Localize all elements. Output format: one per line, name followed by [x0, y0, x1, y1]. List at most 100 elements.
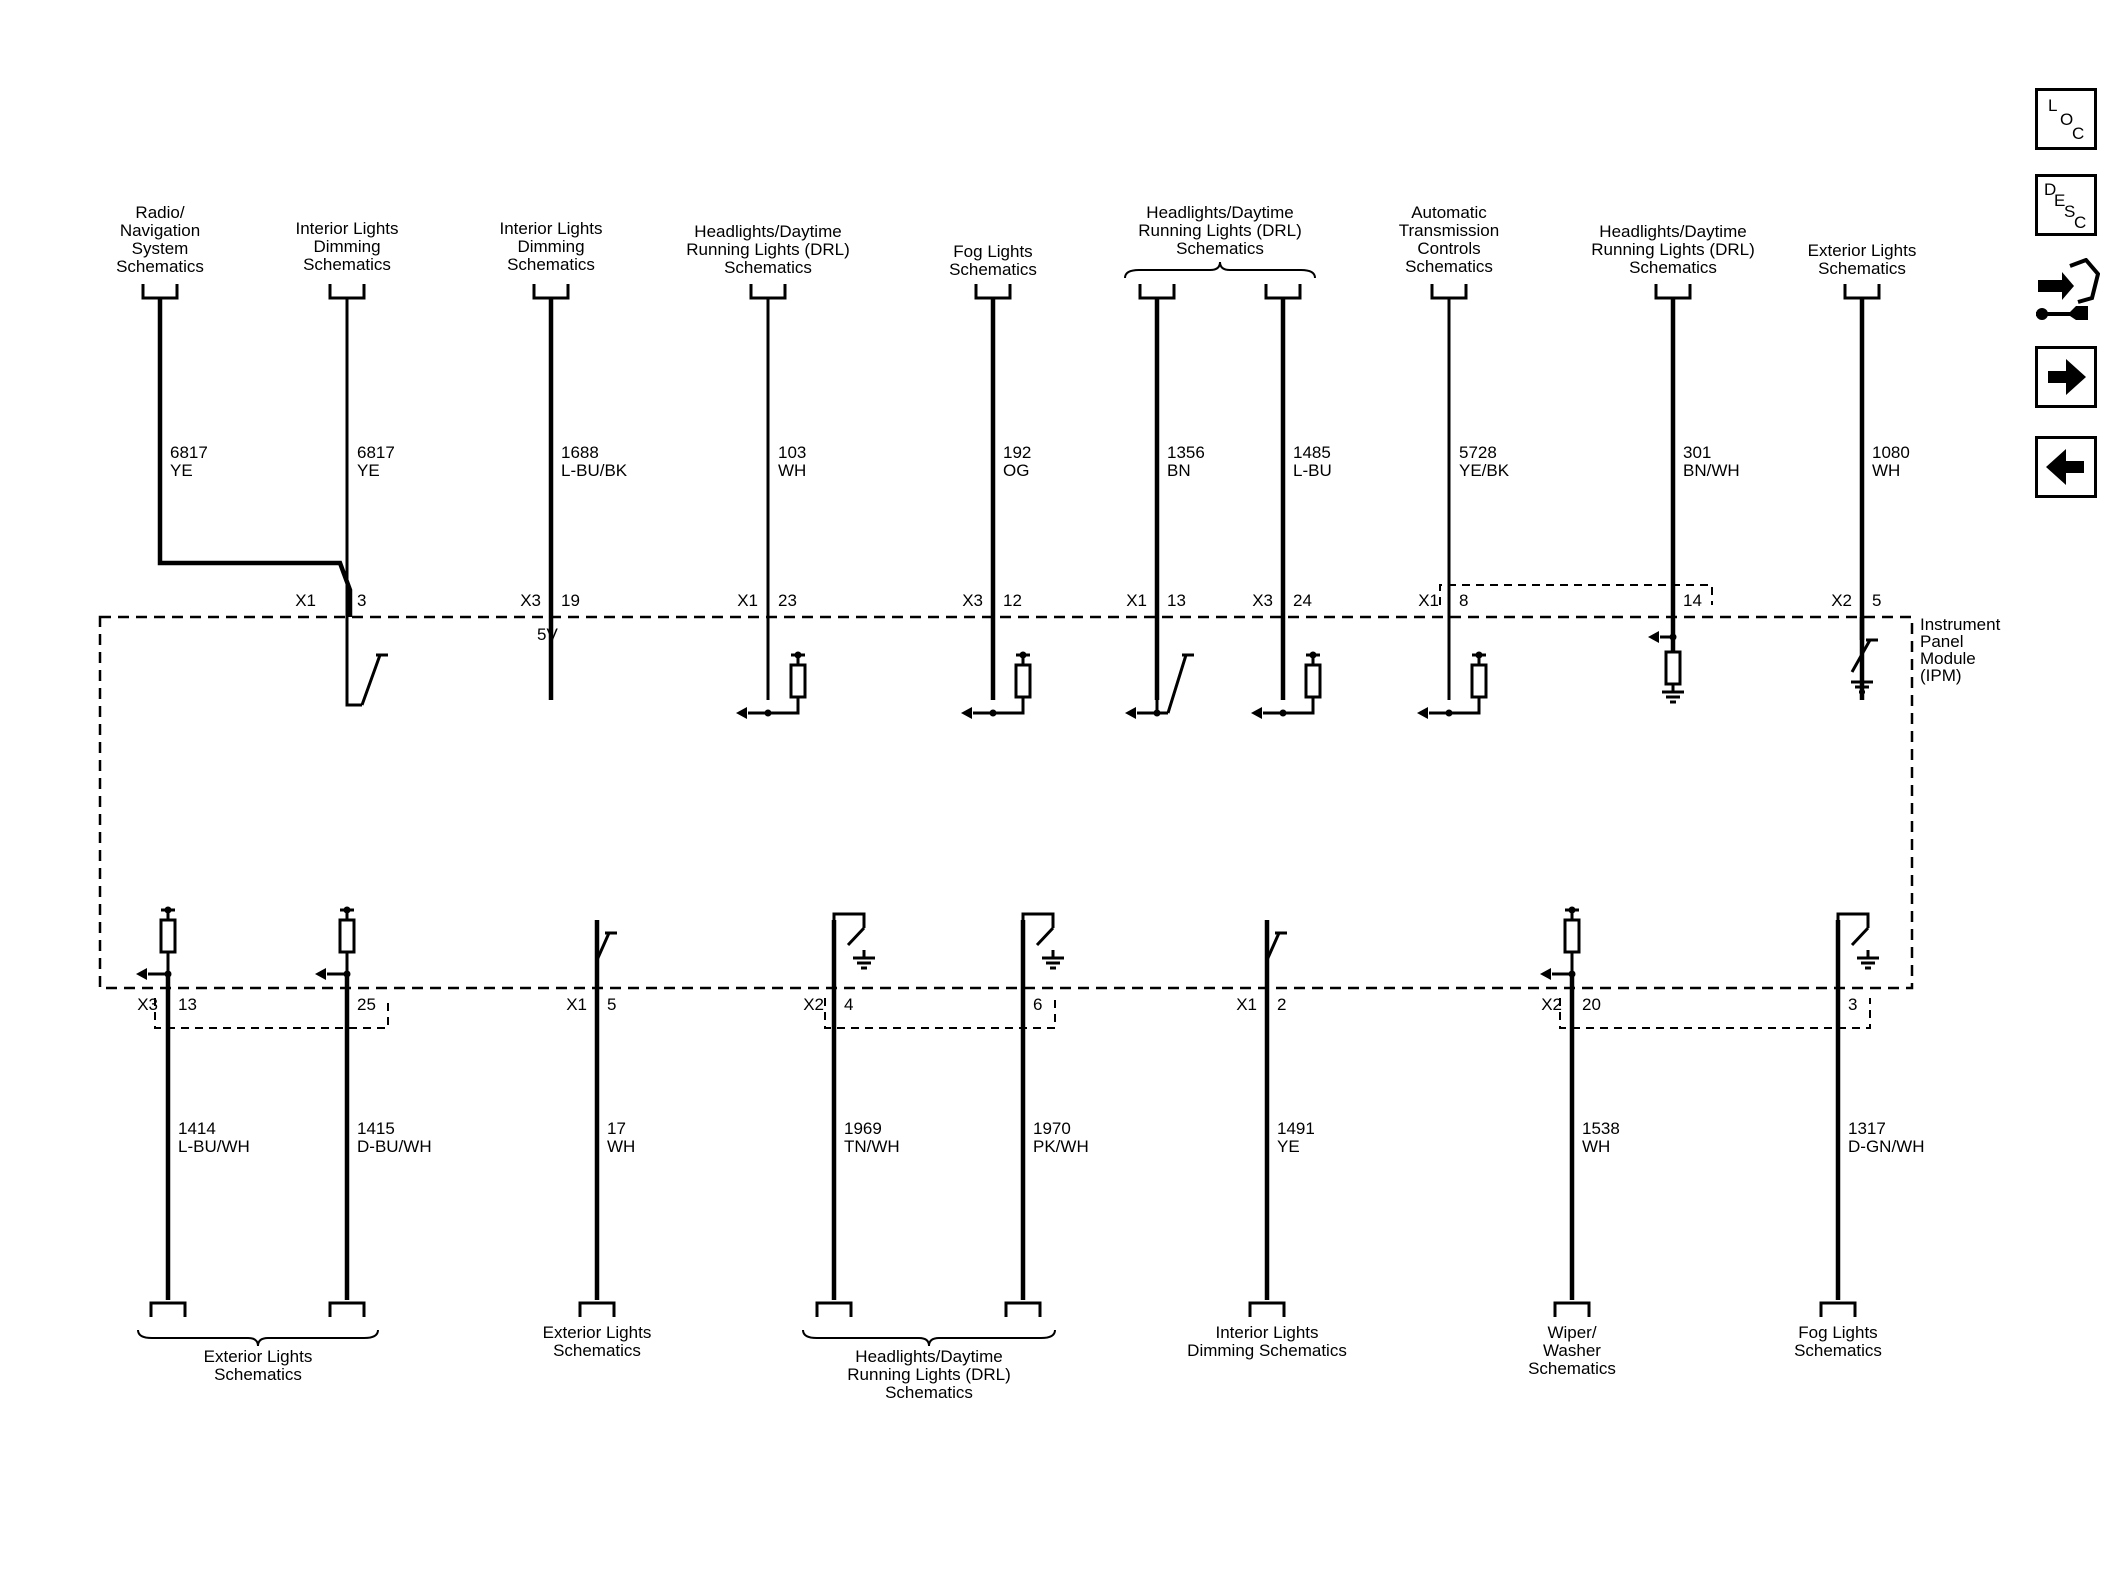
signal-arrow [1251, 707, 1262, 719]
top-circuit-label: Fog Lights [953, 242, 1032, 261]
resistor-return [1283, 709, 1315, 715]
circuit-color: D-GN/WH [1848, 1137, 1924, 1156]
top-circuit-label: Headlights/Daytime [1599, 222, 1746, 241]
top-group-label: Schematics [1176, 239, 1264, 258]
next-page-button[interactable] [2035, 346, 2097, 408]
resistor-return [993, 709, 1025, 715]
loc-letter-c: C [2072, 124, 2085, 143]
pin-number: 13 [1167, 591, 1186, 610]
top-circuit-label: Transmission [1399, 221, 1499, 240]
circuit-color: YE [170, 461, 193, 480]
top-circuit-label: Interior Lights [500, 219, 603, 238]
pin-number: 14 [1683, 591, 1702, 610]
signal-arrow [1417, 707, 1428, 719]
top-circuit-label: Dimming [517, 237, 584, 256]
arrow-left-icon [2046, 449, 2084, 485]
loc-button[interactable]: L O C [2035, 88, 2097, 150]
pullup-resistor [1014, 663, 1032, 699]
switch-lead [1836, 912, 1870, 928]
circuit-number: 1970 [1033, 1119, 1071, 1138]
bottom-connector [328, 1301, 366, 1317]
voltage-note: 5V [537, 625, 558, 644]
connector-tool-icon[interactable] [2034, 257, 2101, 328]
top-connector [1264, 284, 1302, 300]
pin-number: 6 [1033, 995, 1042, 1014]
top-circuit-label: Running Lights (DRL) [686, 240, 849, 259]
bottom-connector [149, 1301, 187, 1317]
connector-id: X1 [1418, 591, 1439, 610]
bottom-group-label: Exterior Lights [204, 1347, 313, 1366]
pin-number: 3 [357, 591, 366, 610]
connector-shield [824, 998, 1056, 1029]
pullup-resistor [338, 918, 356, 954]
connector-shield [1559, 998, 1871, 1029]
circuit-color: L-BU/WH [178, 1137, 250, 1156]
top-circuit-label: Schematics [507, 255, 595, 274]
top-connector [532, 284, 570, 300]
connector-id: X1 [1126, 591, 1147, 610]
circuit-number: 192 [1003, 443, 1031, 462]
bottom-group-label: Schematics [885, 1383, 973, 1402]
connector-id: X2 [1831, 591, 1852, 610]
signal-arrow [136, 968, 147, 980]
connector-id: X3 [1252, 591, 1273, 610]
top-connector [141, 284, 179, 300]
desc-button[interactable]: D E S C [2035, 174, 2097, 236]
top-group-brace [1124, 261, 1316, 279]
switch-icon [360, 653, 388, 706]
top-circuit-label: Schematics [949, 260, 1037, 279]
loc-letter-l: L [2048, 96, 2058, 115]
connector-id: X2 [803, 995, 824, 1014]
circuit-color: PK/WH [1033, 1137, 1089, 1156]
circuit-wire [157, 298, 353, 617]
pullup-resistor [1470, 663, 1488, 699]
bottom-circuit-label: Dimming Schematics [1187, 1341, 1347, 1360]
top-connector [328, 284, 366, 300]
signal-arrow [315, 968, 326, 980]
connector-id: X1 [295, 591, 316, 610]
ipm-module-label: Module [1920, 649, 1976, 668]
connector-id: X3 [520, 591, 541, 610]
pullup-resistor [159, 918, 177, 954]
circuit-number: 6817 [170, 443, 208, 462]
circuit-color: WH [1872, 461, 1900, 480]
connector-id: X1 [737, 591, 758, 610]
circuit-color: YE [1277, 1137, 1300, 1156]
circuit-number: 17 [607, 1119, 626, 1138]
previous-page-button[interactable] [2035, 436, 2097, 498]
switch-icon [1035, 926, 1055, 947]
top-group-label: Headlights/Daytime [1146, 203, 1293, 222]
top-circuit-label: Schematics [1405, 257, 1493, 276]
pin-number: 19 [561, 591, 580, 610]
top-circuit-label: Running Lights (DRL) [1591, 240, 1754, 259]
connector-id: X1 [1236, 995, 1257, 1014]
pin-number: 13 [178, 995, 197, 1014]
circuit-number: 1538 [1582, 1119, 1620, 1138]
bottom-connector [578, 1301, 616, 1317]
bottom-group-brace [137, 1329, 379, 1347]
signal-arrow [961, 707, 972, 719]
circuit-number: 1969 [844, 1119, 882, 1138]
circuit-number: 5728 [1459, 443, 1497, 462]
circuit-color: YE/BK [1459, 461, 1510, 480]
circuit-color: L-BU [1293, 461, 1332, 480]
pullup-resistor [1563, 918, 1581, 954]
top-circuit-label: Schematics [724, 258, 812, 277]
connector-id: X3 [137, 995, 158, 1014]
top-circuit-label: Schematics [303, 255, 391, 274]
bottom-connector [815, 1301, 853, 1317]
top-circuit-label: Headlights/Daytime [694, 222, 841, 241]
circuit-number: 1414 [178, 1119, 216, 1138]
pin-number: 5 [1872, 591, 1881, 610]
top-circuit-label: Automatic [1411, 203, 1487, 222]
circuit-color: YE [357, 461, 380, 480]
top-connector [1430, 284, 1468, 300]
signal-arrow [736, 707, 747, 719]
top-circuit-label: Radio/ [135, 203, 184, 222]
bottom-connector [1004, 1301, 1042, 1317]
connector-id: X1 [566, 995, 587, 1014]
bottom-circuit-label: Exterior Lights [543, 1323, 652, 1342]
circuit-number: 301 [1683, 443, 1711, 462]
switch-icon [1850, 638, 1878, 673]
